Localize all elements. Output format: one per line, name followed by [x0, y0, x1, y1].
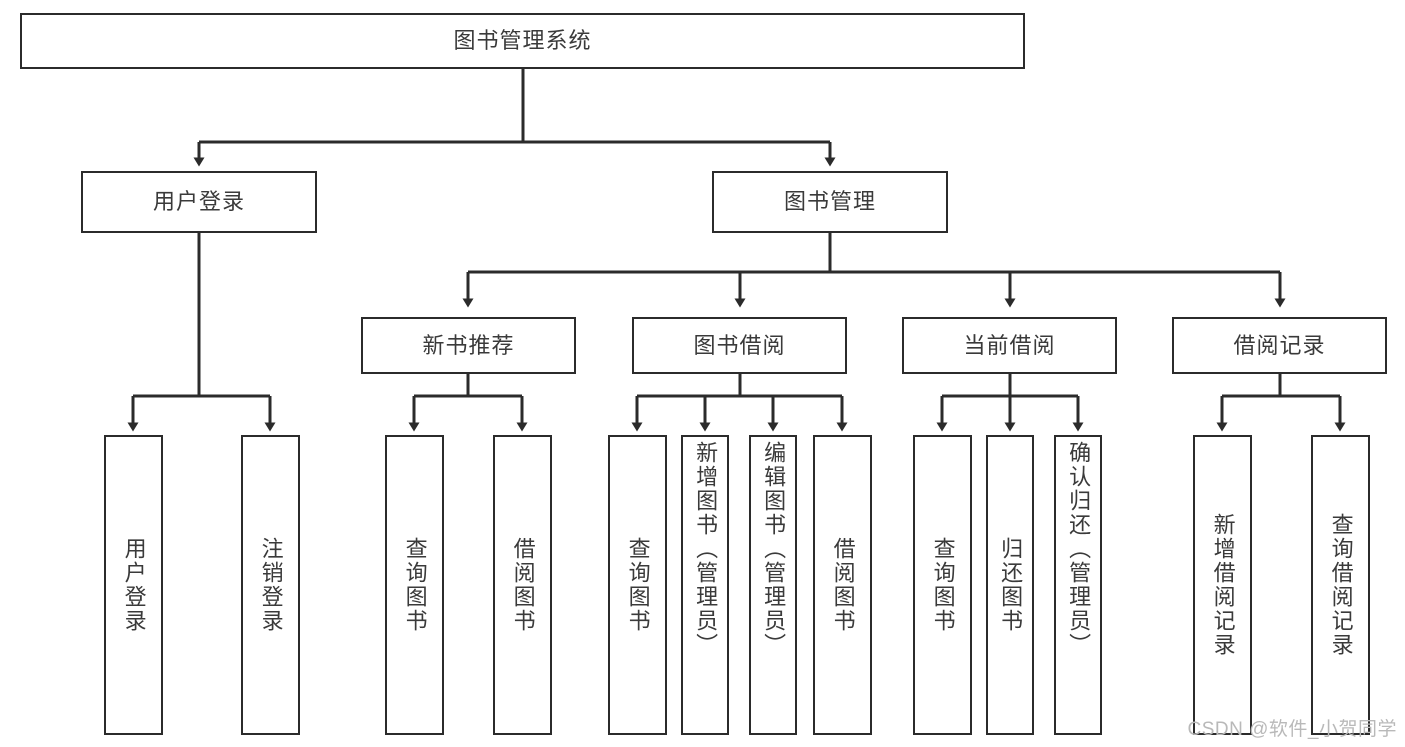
node-book-manage[interactable]: 图书管理: [712, 171, 948, 233]
node-current-borrow-label: 当前借阅: [963, 332, 1056, 358]
node-borrow-record[interactable]: 借阅记录: [1172, 317, 1387, 374]
node-new-book-recommend-label: 新书推荐: [422, 332, 515, 358]
leaf-user-login-2[interactable]: 注销登录: [241, 435, 300, 735]
leaf-book-borrow-4-label: 借阅图书: [830, 537, 856, 633]
node-borrow-record-label: 借阅记录: [1233, 332, 1326, 358]
node-new-book-recommend[interactable]: 新书推荐: [361, 317, 576, 374]
leaf-borrow-record-1-label: 新增借阅记录: [1210, 513, 1236, 657]
leaf-current-borrow-3-label: 确认归还（管理员）: [1066, 441, 1092, 657]
leaf-new-book-2[interactable]: 借阅图书: [493, 435, 552, 735]
leaf-user-login-2-label: 注销登录: [258, 537, 284, 633]
leaf-current-borrow-2-label: 归还图书: [998, 537, 1024, 633]
node-current-borrow[interactable]: 当前借阅: [902, 317, 1117, 374]
leaf-user-login-1[interactable]: 用户登录: [104, 435, 163, 735]
leaf-current-borrow-1-label: 查询图书: [930, 537, 956, 633]
node-book-manage-label: 图书管理: [783, 189, 876, 214]
leaf-current-borrow-2[interactable]: 归还图书: [986, 435, 1034, 735]
leaf-user-login-1-label: 用户登录: [121, 537, 147, 633]
leaf-borrow-record-2-label: 查询借阅记录: [1328, 513, 1354, 657]
leaf-current-borrow-1[interactable]: 查询图书: [913, 435, 972, 735]
node-user-login-label: 用户登录: [152, 189, 245, 214]
leaf-book-borrow-3[interactable]: 编辑图书（管理员）: [749, 435, 797, 735]
leaf-book-borrow-2-label: 新增图书（管理员）: [693, 441, 719, 657]
leaf-new-book-2-label: 借阅图书: [510, 537, 536, 633]
leaf-book-borrow-3-label: 编辑图书（管理员）: [761, 441, 787, 657]
leaf-book-borrow-4[interactable]: 借阅图书: [813, 435, 872, 735]
node-user-login[interactable]: 用户登录: [81, 171, 317, 233]
leaf-borrow-record-2[interactable]: 查询借阅记录: [1311, 435, 1370, 735]
leaf-new-book-1[interactable]: 查询图书: [385, 435, 444, 735]
node-root-label: 图书管理系统: [453, 28, 592, 53]
node-book-borrow-label: 图书借阅: [693, 332, 786, 358]
leaf-book-borrow-1-label: 查询图书: [625, 537, 651, 633]
node-root[interactable]: 图书管理系统: [20, 13, 1025, 69]
leaf-current-borrow-3[interactable]: 确认归还（管理员）: [1054, 435, 1102, 735]
leaf-book-borrow-2[interactable]: 新增图书（管理员）: [681, 435, 729, 735]
leaf-borrow-record-1[interactable]: 新增借阅记录: [1193, 435, 1252, 735]
leaf-book-borrow-1[interactable]: 查询图书: [608, 435, 667, 735]
node-book-borrow[interactable]: 图书借阅: [632, 317, 847, 374]
leaf-new-book-1-label: 查询图书: [402, 537, 428, 633]
